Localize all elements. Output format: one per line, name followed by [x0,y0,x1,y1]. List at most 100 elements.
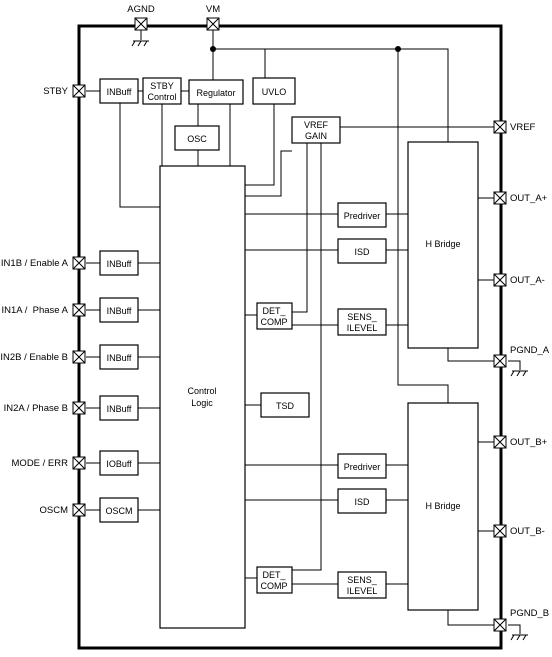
block-inbuff-3: INBuff [99,344,139,370]
block-uvlo: UVLO [252,77,296,105]
pin-pgnd-a: PGND_A [493,345,550,368]
pin-vref: VREF [493,120,536,134]
block-stby-control: STBY Control [142,77,182,105]
block-det-comp-b: DET_ COMP [256,566,293,594]
wires [86,26,521,634]
block-isd-a: ISD [337,238,387,264]
pin-out-a-plus: OUT_A+ [493,191,548,205]
pin-mode-err: MODE / ERR [12,456,86,470]
pin-oscm: OSCM [40,503,86,517]
wire-hbridge-a-out [447,197,521,370]
wire-logic-a [245,213,408,326]
block-label: SENS_ [347,575,378,585]
pin-in2b-enable-b: IN2B / Enable B [0,350,86,364]
wire-hbridge-b-out [447,441,521,634]
block-label: Logic [191,398,213,408]
block-h-bridge-a: H Bridge [407,141,479,349]
pin-vm: VM [206,4,220,31]
pin-label: OUT_A+ [510,193,548,204]
block-label: ILEVEL [347,323,378,333]
pin-label: PGND_B [510,608,549,619]
block-label: Predriver [344,462,381,472]
block-label: STBY [150,81,174,91]
pin-stby: STBY [43,84,86,98]
block-label: COMP [261,581,288,591]
block-isd-b: ISD [337,488,387,514]
pin-label: OUT_A- [510,275,545,286]
block-det-comp-a: DET_ COMP [256,302,293,330]
ground-symbol-agnd [131,40,149,47]
pin-label: VREF [510,122,536,133]
pin-label: IN2B / Enable B [0,352,68,363]
block-label: ISD [354,247,370,257]
block-predriver-a: Predriver [337,202,387,228]
pin-label: PGND_A [510,345,550,356]
block-label: INBuff [107,306,132,316]
block-label: VREF [304,120,329,130]
pin-label: OSCM [40,505,69,516]
pin-label: VM [206,4,220,15]
chip-outline [77,24,503,650]
pin-in2a-phase-b: IN2A / Phase B [4,401,86,415]
block-label: Predriver [344,211,381,221]
pin-label: MODE / ERR [12,458,69,469]
block-iobuff: IOBuff [99,450,139,476]
block-label: INBuff [107,404,132,414]
wire-inbuff-stby-logic [119,102,160,208]
block-sens-ilevel-a: SENS_ ILEVEL [337,308,387,336]
block-label: INBuff [107,87,132,97]
block-label: H Bridge [425,501,460,511]
block-label: Regulator [196,88,235,98]
pin-in1b-enable-a: IN1B / Enable A [1,256,86,270]
wire-logic-b [245,464,408,585]
block-label: DET_ [262,306,286,316]
pin-agnd: AGND [127,4,155,31]
ground-symbol-pgnd-b [510,634,528,641]
block-label: INBuff [107,259,132,269]
block-label: COMP [261,317,288,327]
block-label: SENS_ [347,312,378,322]
pin-out-b-minus: OUT_B- [493,524,545,538]
block-inbuff-2: INBuff [99,297,139,323]
wire-logic-vrefgain [245,150,292,197]
block-sens-ilevel-b: SENS_ ILEVEL [337,571,387,599]
wire-uvlo-logic [245,104,275,186]
block-label: IOBuff [106,459,132,469]
pin-label: STBY [43,86,68,97]
block-inbuff-4: INBuff [99,395,139,421]
block-label: GAIN [305,131,327,141]
block-label: OSC [187,134,207,144]
junction-dot [395,46,401,52]
pin-label: IN1A / Phase A [1,305,68,316]
block-h-bridge-b: H Bridge [407,402,479,611]
junction-dot [210,46,216,52]
block-tsd: TSD [260,392,310,418]
block-label: ILEVEL [347,586,378,596]
block-label: INBuff [107,353,132,363]
wire-vm [212,26,449,403]
pin-label: OUT_B- [510,526,545,537]
block-inbuff-stby: INBuff [99,78,139,104]
block-label: TSD [276,401,295,411]
block-vref-gain: VREF GAIN [291,116,341,144]
block-label: ISD [354,497,370,507]
wire-vrefgain-detcomp [292,143,322,571]
block-osc: OSC [174,125,220,151]
pin-out-b-plus: OUT_B+ [493,435,548,449]
block-label: Control [147,92,176,102]
block-label: H Bridge [425,239,460,249]
block-label: DET_ [262,570,286,580]
block-regulator: Regulator [188,79,244,105]
wire-inputs [86,262,100,511]
block-inbuff-1: INBuff [99,250,139,276]
block-predriver-b: Predriver [337,453,387,479]
pin-label: IN2A / Phase B [4,403,68,414]
block-label: Control [187,386,216,396]
pin-label: IN1B / Enable A [1,258,69,269]
block-oscm: OSCM [99,497,139,523]
block-label: UVLO [262,87,287,97]
pin-label: AGND [127,4,155,15]
pin-pgnd-b: PGND_B [493,608,549,632]
block-label: OSCM [106,506,133,516]
